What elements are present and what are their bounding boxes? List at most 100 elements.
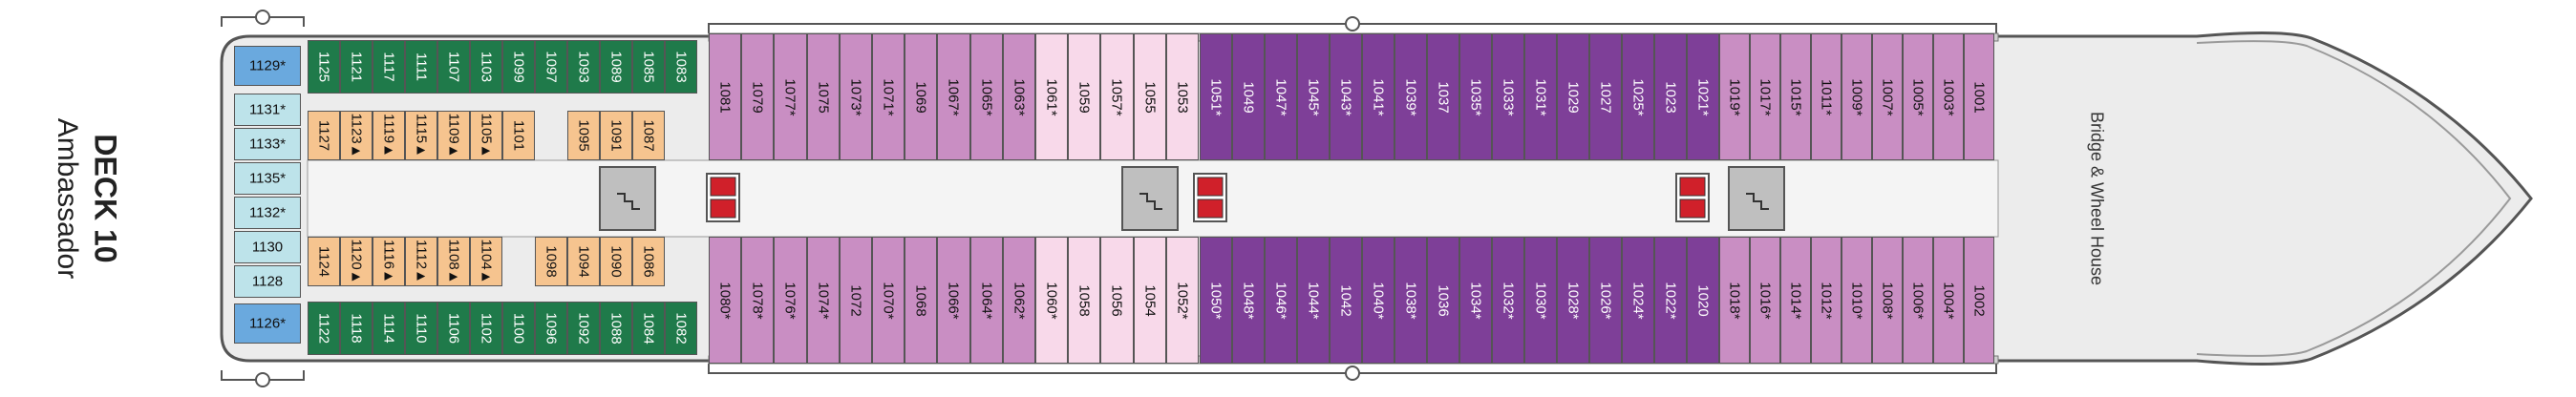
- cabin[interactable]: 1089: [600, 40, 632, 94]
- cabin[interactable]: 1050*: [1200, 237, 1232, 364]
- cabin[interactable]: 1029: [1557, 33, 1589, 160]
- cabin[interactable]: 1014*: [1780, 237, 1811, 364]
- cabin[interactable]: 1051*: [1200, 33, 1232, 160]
- cabin[interactable]: 1077*: [774, 33, 807, 160]
- cabin[interactable]: 1063*: [1002, 33, 1035, 160]
- cabin[interactable]: 1076*: [774, 237, 807, 364]
- cabin[interactable]: 1057*: [1100, 33, 1134, 160]
- cabin[interactable]: 1110: [405, 302, 437, 355]
- cabin[interactable]: 1059: [1068, 33, 1101, 160]
- cabin[interactable]: 1084: [632, 302, 665, 355]
- cabin[interactable]: 1048*: [1232, 237, 1265, 364]
- cabin[interactable]: 1078*: [741, 237, 775, 364]
- cabin[interactable]: 1060*: [1035, 237, 1069, 364]
- cabin[interactable]: 1064*: [969, 237, 1003, 364]
- cabin[interactable]: 1036: [1427, 237, 1459, 364]
- cabin[interactable]: 1027: [1589, 33, 1622, 160]
- cabin[interactable]: 1031*: [1524, 33, 1557, 160]
- cabin[interactable]: 1068: [905, 237, 938, 364]
- cabin[interactable]: 1074*: [806, 237, 840, 364]
- cabin[interactable]: 1039*: [1394, 33, 1427, 160]
- cabin[interactable]: 1121: [340, 40, 373, 94]
- cabin[interactable]: 1022*: [1654, 237, 1687, 364]
- cabin[interactable]: 1003*: [1933, 33, 1964, 160]
- cabin[interactable]: 1026*: [1589, 237, 1622, 364]
- cabin[interactable]: 1079: [741, 33, 775, 160]
- cabin[interactable]: 1038*: [1394, 237, 1427, 364]
- cabin[interactable]: 1054: [1133, 237, 1166, 364]
- cabin[interactable]: 1030*: [1524, 237, 1557, 364]
- cabin[interactable]: 1092: [567, 302, 600, 355]
- cabin[interactable]: 1044*: [1297, 237, 1330, 364]
- cabin[interactable]: 1094: [567, 237, 600, 286]
- cabin[interactable]: 1106: [437, 302, 470, 355]
- cabin[interactable]: 1118: [340, 302, 373, 355]
- cabin[interactable]: 1105▲: [470, 111, 502, 160]
- cabin[interactable]: 1098: [535, 237, 567, 286]
- cabin[interactable]: 1082: [665, 302, 697, 355]
- cabin[interactable]: 1035*: [1459, 33, 1492, 160]
- cabin[interactable]: 1088: [600, 302, 632, 355]
- cabin[interactable]: 1047*: [1265, 33, 1297, 160]
- cabin[interactable]: 1017*: [1750, 33, 1780, 160]
- cabin[interactable]: 1045*: [1297, 33, 1330, 160]
- cabin[interactable]: 1028*: [1557, 237, 1589, 364]
- cabin[interactable]: 1095: [567, 111, 600, 160]
- cabin[interactable]: 1061*: [1035, 33, 1069, 160]
- cabin[interactable]: 1065*: [969, 33, 1003, 160]
- cabin[interactable]: 1111: [405, 40, 437, 94]
- cabin[interactable]: 1020: [1687, 237, 1719, 364]
- cabin[interactable]: 1075: [806, 33, 840, 160]
- cabin[interactable]: 1086: [632, 237, 665, 286]
- cabin[interactable]: 1091: [600, 111, 632, 160]
- cabin[interactable]: 1019*: [1719, 33, 1750, 160]
- cabin[interactable]: 1081: [709, 33, 742, 160]
- cabin[interactable]: 1080*: [709, 237, 742, 364]
- cabin[interactable]: 1053: [1165, 33, 1199, 160]
- cabin[interactable]: 1023: [1654, 33, 1687, 160]
- cabin[interactable]: 1062*: [1002, 237, 1035, 364]
- cabin[interactable]: 1099: [502, 40, 535, 94]
- cabin[interactable]: 1034*: [1459, 237, 1492, 364]
- cabin[interactable]: 1007*: [1872, 33, 1903, 160]
- cabin[interactable]: 1108▲: [437, 237, 470, 286]
- cabin[interactable]: 1122: [308, 302, 340, 355]
- cabin[interactable]: 1067*: [937, 33, 970, 160]
- cabin[interactable]: 1133*: [234, 128, 301, 160]
- cabin[interactable]: 1005*: [1903, 33, 1933, 160]
- cabin[interactable]: 1096: [535, 302, 567, 355]
- cabin[interactable]: 1135*: [234, 162, 301, 195]
- cabin[interactable]: 1090: [600, 237, 632, 286]
- cabin[interactable]: 1066*: [937, 237, 970, 364]
- cabin[interactable]: 1083: [665, 40, 697, 94]
- cabin[interactable]: 1009*: [1842, 33, 1872, 160]
- cabin[interactable]: 1037: [1427, 33, 1459, 160]
- cabin[interactable]: 1103: [470, 40, 502, 94]
- cabin[interactable]: 1125: [308, 40, 340, 94]
- cabin[interactable]: 1109▲: [437, 111, 470, 160]
- cabin[interactable]: 1070*: [872, 237, 905, 364]
- cabin[interactable]: 1006*: [1903, 237, 1933, 364]
- cabin[interactable]: 1056: [1100, 237, 1134, 364]
- cabin[interactable]: 1130: [234, 231, 301, 263]
- cabin[interactable]: 1058: [1068, 237, 1101, 364]
- cabin[interactable]: 1116▲: [373, 237, 405, 286]
- cabin[interactable]: 1085: [632, 40, 665, 94]
- cabin[interactable]: 1010*: [1842, 237, 1872, 364]
- cabin[interactable]: 1102: [470, 302, 502, 355]
- cabin[interactable]: 1100: [502, 302, 535, 355]
- cabin[interactable]: 1112▲: [405, 237, 437, 286]
- cabin[interactable]: 1087: [632, 111, 665, 160]
- cabin[interactable]: 1055: [1133, 33, 1166, 160]
- cabin[interactable]: 1008*: [1872, 237, 1903, 364]
- cabin[interactable]: 1072: [839, 237, 872, 364]
- cabin[interactable]: 1117: [373, 40, 405, 94]
- cabin[interactable]: 1093: [567, 40, 600, 94]
- cabin[interactable]: 1046*: [1265, 237, 1297, 364]
- cabin[interactable]: 1001: [1964, 33, 1994, 160]
- cabin[interactable]: 1033*: [1492, 33, 1524, 160]
- cabin[interactable]: 1016*: [1750, 237, 1780, 364]
- cabin[interactable]: 1018*: [1719, 237, 1750, 364]
- cabin[interactable]: 1097: [535, 40, 567, 94]
- cabin[interactable]: 1115▲: [405, 111, 437, 160]
